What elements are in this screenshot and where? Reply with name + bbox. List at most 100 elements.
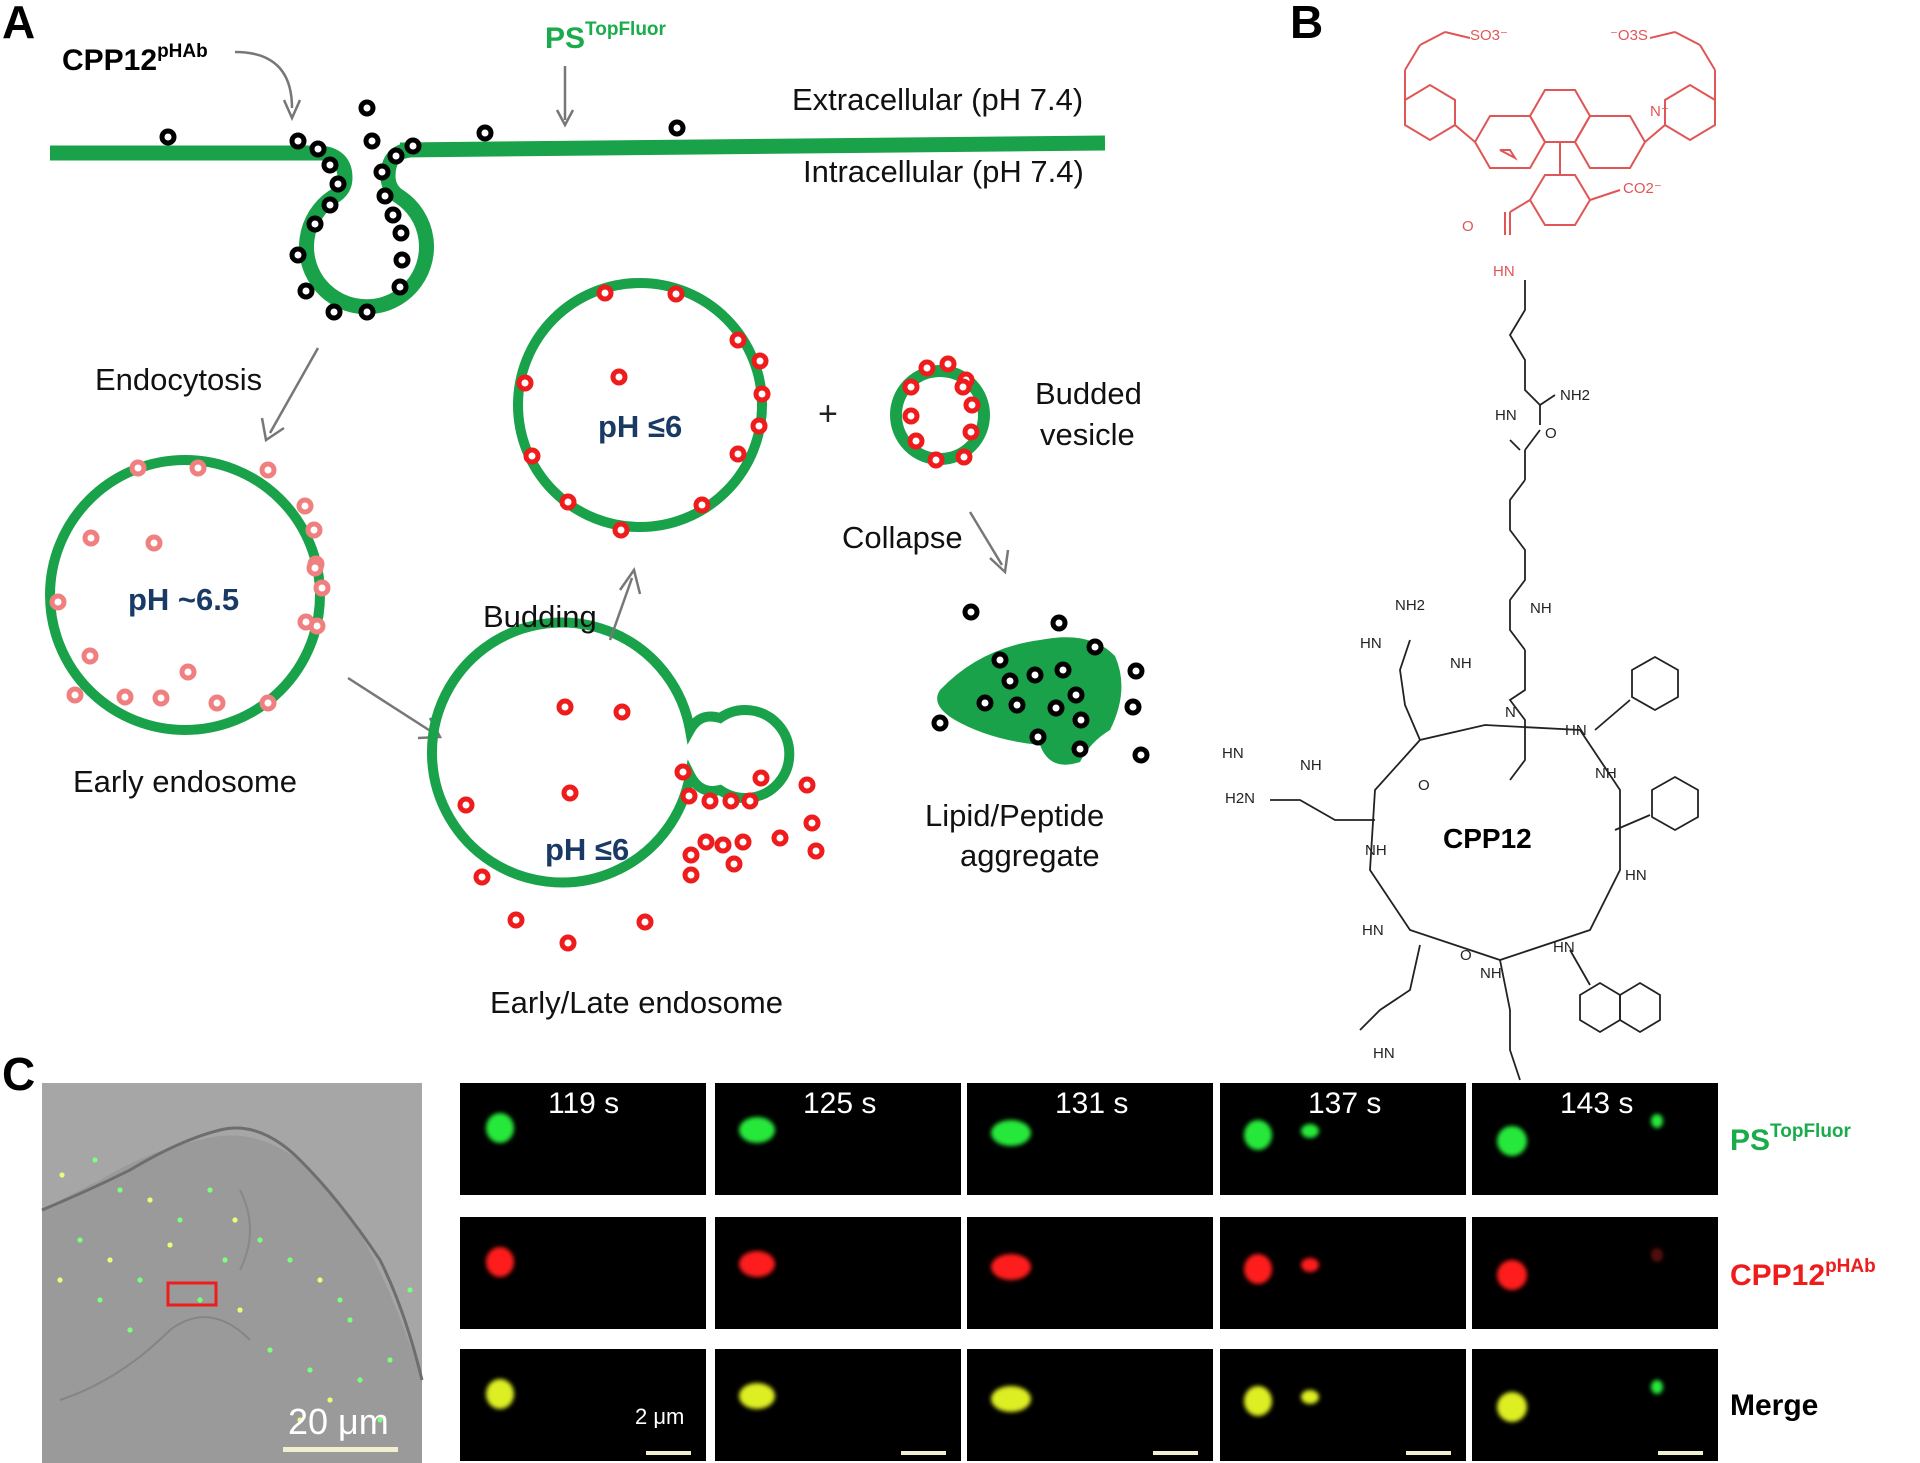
dic-fluor-dot — [59, 1172, 65, 1178]
peptide-dot-pale — [296, 497, 314, 515]
peptide-dot-red — [918, 359, 936, 377]
peptide-dot — [297, 282, 315, 300]
peptide-dot — [289, 132, 307, 150]
fluorescent-spot — [991, 1386, 1031, 1412]
dic-fluor-dot — [347, 1317, 353, 1323]
peptide-dot-aggregate — [991, 651, 1009, 669]
row-label-ps: PSTopFluor — [1730, 1121, 1852, 1157]
fluorescent-spot — [1301, 1390, 1319, 1404]
dic-fluor-dot — [307, 1367, 313, 1373]
dic-fluor-dot — [137, 1277, 143, 1283]
plasma-membrane-right — [399, 135, 1106, 158]
peptide-dot — [321, 156, 339, 174]
peptide-dot-aggregate — [1132, 746, 1150, 764]
peptide-dot-red — [902, 378, 920, 396]
peptide-dot-red — [741, 792, 759, 810]
peptide-dot-aggregate — [962, 603, 980, 621]
ring-hn1: HN — [1565, 722, 1587, 739]
cpp12-label: CPP12pHAb — [62, 41, 208, 77]
peptide-dot-aggregate — [1047, 699, 1065, 717]
peptide-dot-aggregate — [1071, 740, 1089, 758]
peptide-dot-pale — [82, 529, 100, 547]
peptide-dot-red — [807, 842, 825, 860]
extracellular-label: Extracellular (pH 7.4) — [792, 82, 1083, 117]
peptide-dot-red — [954, 378, 972, 396]
ring-n1: N — [1505, 704, 1516, 721]
peptide-dot-red — [610, 368, 628, 386]
fluorescent-spot — [1244, 1254, 1272, 1284]
dic-fluor-dot — [107, 1257, 113, 1263]
peptide-dot-aggregate — [1127, 662, 1145, 680]
peptide-dot-aggregate — [1001, 672, 1019, 690]
scalebar-small-label: 2 μm — [635, 1404, 684, 1429]
dic-fluor-dot — [117, 1187, 123, 1193]
peptide-dot-red — [682, 866, 700, 884]
peptide-dot-aggregate — [1026, 666, 1044, 684]
peptide-dot-aggregate — [1067, 686, 1085, 704]
peptide-dot-red — [701, 792, 719, 810]
late-endosome-ph: pH ≤6 — [545, 832, 629, 867]
ring-nh2: NH — [1595, 765, 1617, 782]
scalebar-small — [646, 1451, 691, 1455]
peptide-dot — [387, 147, 405, 165]
peptide-dot-aggregate — [1054, 661, 1072, 679]
peptide-dot — [404, 137, 422, 155]
peptide-dot — [325, 303, 343, 321]
peptide-dot-red — [523, 447, 541, 465]
peptide-dot-pale — [129, 459, 147, 477]
peptide-dot — [393, 251, 411, 269]
peptide-dot-red — [750, 417, 768, 435]
timestamp-5: 143 s — [1560, 1087, 1633, 1120]
dic-fluor-dot — [297, 1417, 303, 1423]
peptide-dot-pale — [189, 459, 207, 477]
hn-linker: HN — [1495, 407, 1517, 424]
peptide-dot-red — [559, 493, 577, 511]
n-plus: N⁺ — [1650, 103, 1669, 120]
arg1-nh: NH — [1450, 655, 1472, 672]
linker-structure — [1508, 280, 1556, 781]
dic-fluor-dot — [267, 1347, 273, 1353]
scalebar-small — [1658, 1451, 1703, 1455]
peptide-dot-red — [753, 385, 771, 403]
peptide-dot-red — [771, 829, 789, 847]
peptide-dot-pale — [179, 663, 197, 681]
peptide-dot-red — [803, 814, 821, 832]
dic-fluor-dot — [207, 1187, 213, 1193]
fluorescent-spot — [486, 1379, 514, 1409]
endocytic-pit — [299, 142, 434, 315]
peptide-dot-aggregate — [976, 694, 994, 712]
dic-fluor-dot — [387, 1357, 393, 1363]
timestamp-2: 125 s — [803, 1087, 876, 1120]
peptide-dot — [392, 224, 410, 242]
peptide-dot-red — [962, 423, 980, 441]
budded-vesicle-label-2: vesicle — [1040, 417, 1135, 452]
peptide-dot-red — [473, 868, 491, 886]
fluorescent-spot — [1651, 1248, 1663, 1262]
fluorescent-spot — [486, 1113, 514, 1143]
nh-linker: NH — [1530, 600, 1552, 617]
dic-fluor-dot — [127, 1327, 133, 1333]
peptide-dot-red — [507, 911, 525, 929]
arg3-hn: HN — [1373, 1045, 1395, 1062]
endocytosis-label: Endocytosis — [95, 362, 262, 397]
fluorescent-spot — [739, 1251, 775, 1277]
peptide-dot-aggregate — [1086, 638, 1104, 656]
peptide-dot-red — [955, 448, 973, 466]
peptide-dot-pale — [49, 593, 67, 611]
peptide-dot-aggregate — [1029, 728, 1047, 746]
budded-vesicle-label-1: Budded — [1035, 376, 1142, 411]
dic-fluor-dot — [222, 1257, 228, 1263]
dic-fluor-dot — [287, 1257, 293, 1263]
peptide-dot-red — [927, 451, 945, 469]
peptide-dot-pale — [297, 613, 315, 631]
peptide-dot-red — [751, 352, 769, 370]
arg1-hn: HN — [1360, 635, 1382, 652]
peptide-dot-red — [729, 445, 747, 463]
peptide-dot — [329, 175, 347, 193]
peptide-dot-aggregate — [1124, 698, 1142, 716]
budded-endosome-ph: pH ≤6 — [598, 409, 682, 444]
arg1-nh2: NH2 — [1395, 597, 1425, 614]
peptide-dot-red — [939, 355, 957, 373]
